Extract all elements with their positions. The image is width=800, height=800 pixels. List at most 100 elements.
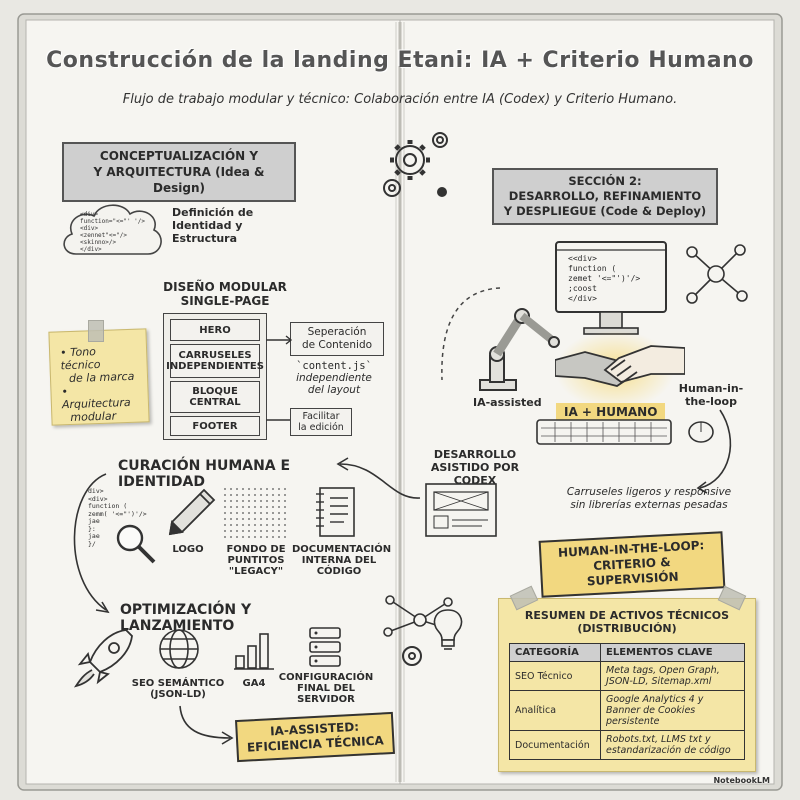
edit-facilitation-box: Facilitar la edición — [290, 408, 352, 436]
table-row: SEO Técnico Meta tags, Open Graph, JSON-… — [509, 661, 745, 691]
monitor-code: <<div> function ( zemet '<="')'/> ;coost… — [568, 254, 640, 304]
cloud-code-line: <zennet"<="/> — [80, 232, 127, 239]
doc-line: DOCUMENTACIÓN — [292, 544, 392, 555]
section1-heading-line1: CONCEPTUALIZACIÓN Y — [99, 149, 259, 163]
ia-assisted-callout: IA-ASSISTED: EFICIENCIA TÉCNICA — [235, 711, 395, 763]
stack-central-block: BLOQUE CENTRAL — [170, 381, 260, 413]
doc-line: CÓDIGO — [316, 566, 362, 577]
carousel-note: Carruseles ligeros y responsive sin libr… — [534, 486, 764, 512]
content-js-line: del layout — [307, 384, 361, 396]
notebooklm-brand: NotebookLM — [713, 776, 770, 785]
seo-label: SEO SEMÁNTICO (JSON-LD) — [128, 678, 228, 700]
content-js-line: independiente — [296, 372, 372, 384]
human-in-the-loop-label: Human-in- the-loop — [676, 382, 746, 408]
identity-label: Definición de Identidad y Estructura — [172, 206, 253, 245]
cloud-code: <div> function="<="' '/> <div> <zennet"<… — [80, 211, 145, 253]
side-code-line: }: — [88, 524, 96, 533]
table-cell-category: Analítica — [509, 690, 601, 731]
section1-heading-line2: Y ARQUITECTURA (Idea & Design) — [93, 165, 265, 195]
cloud-code-line: <div> — [80, 211, 99, 218]
documentation-label: DOCUMENTACIÓN INTERNA DEL CÓDIGO — [292, 544, 392, 577]
documentation-icon — [316, 487, 355, 537]
seo-line: (JSON-LD) — [150, 689, 206, 700]
monitor-code-line: zemet '<="')'/> — [568, 274, 641, 283]
summary-title-line: (DISTRIBUCIÓN) — [577, 622, 677, 635]
column-header: CATEGORÍA — [509, 643, 601, 662]
carousel-line: Carruseles ligeros y responsive — [566, 486, 732, 498]
stack-footer: FOOTER — [170, 416, 260, 436]
ga4-label: GA4 — [242, 678, 266, 689]
column-header: ELEMENTOS CLAVE — [600, 643, 745, 662]
monitor-code-line: function ( — [568, 264, 617, 273]
sticky-note-brand: • Tono técnico de la marca • Arquitectur… — [48, 328, 150, 426]
curation-to-optim-arrow — [73, 473, 110, 614]
stack-carousels: CARRUSELES INDEPENDIENTES — [166, 344, 264, 378]
table-header-row: CATEGORÍA ELEMENTOS CLAVE — [509, 643, 745, 662]
side-code-line: jae — [88, 532, 100, 540]
doc-line: INTERNA DEL — [301, 555, 377, 566]
table-cell-category: SEO Técnico — [509, 661, 601, 691]
cloud-code-line: </div> — [80, 246, 102, 253]
side-code-line: function ( — [88, 502, 128, 510]
server-icon — [309, 627, 341, 667]
optimization-title: OPTIMIZACIÓN Y LANZAMIENTO — [120, 602, 252, 634]
sticky-line: • Tono técnico — [59, 345, 101, 373]
facilitar-line: la edición — [298, 422, 344, 433]
server-line: FINAL DEL SERVIDOR — [296, 683, 356, 705]
pencil-icon — [168, 488, 216, 536]
section2-heading: SECCIÓN 2: DESARROLLO, REFINAMIENTO Y DE… — [492, 168, 718, 225]
modular-line: SINGLE-PAGE — [180, 294, 270, 308]
content-separation-box: Seperación de Contenido — [290, 322, 384, 356]
facilitar-line: Facilitar — [302, 411, 340, 422]
magnifier-icon — [116, 524, 156, 564]
assets-table: CATEGORÍA ELEMENTOS CLAVE SEO Técnico Me… — [509, 643, 745, 760]
modular-line: DISEÑO MODULAR — [163, 280, 287, 294]
table-row: Analítica Google Analytics 4 y Banner de… — [509, 690, 745, 731]
table-cell-category: Documentación — [509, 730, 601, 760]
page-subtitle: Flujo de trabajo modular y técnico: Cola… — [122, 92, 678, 107]
table-cell-value: Robots.txt, LLMS txt y estandarización d… — [600, 730, 745, 760]
table-cell-value: Meta tags, Open Graph, JSON-LD, Sitemap.… — [600, 661, 745, 691]
side-code-line: }/ — [88, 539, 96, 548]
sticky-line: de la marca — [68, 369, 135, 386]
codex-line: DESARROLLO — [433, 448, 517, 461]
cloud-code-line: <skinno>/> — [80, 239, 117, 246]
hil-line: the-loop — [685, 395, 737, 408]
identity-line: Definición de — [172, 206, 254, 219]
logo-label: LOGO — [172, 544, 204, 555]
lightbulb-icon — [433, 609, 463, 650]
ia-humano-label: IA + HUMANO — [556, 403, 666, 421]
dots-line: PUNTITOS — [227, 555, 285, 566]
assets-summary-card: RESUMEN DE ACTIVOS TÉCNICOS (DISTRIBUCIÓ… — [498, 598, 756, 772]
cloud-code-line: function="<="' '/> — [80, 218, 146, 225]
monitor-code-line: ;coost — [568, 284, 597, 293]
summary-title: RESUMEN DE ACTIVOS TÉCNICOS (DISTRIBUCIÓ… — [499, 609, 755, 635]
table-row: Documentación Robots.txt, LLMS txt y est… — [509, 730, 745, 760]
separation-line: Seperación — [307, 326, 367, 338]
flow-arrow-curve — [696, 409, 732, 494]
server-line: CONFIGURACIÓN — [278, 672, 374, 683]
identity-line: Estructura — [172, 232, 238, 245]
summary-title-line: RESUMEN DE ACTIVOS TÉCNICOS — [524, 609, 730, 622]
content-js-note: `content.js` independiente del layout — [286, 360, 382, 396]
gears-icon — [383, 132, 448, 197]
seo-line: SEO SEMÁNTICO — [131, 678, 225, 689]
code-cloud-icon — [63, 204, 162, 255]
monitor-code-line: <<div> — [568, 254, 597, 263]
section2-heading-line: Y DESPLIEGUE (Code & Deploy) — [503, 204, 707, 218]
section1-heading: CONCEPTUALIZACIÓN Y Y ARQUITECTURA (Idea… — [62, 142, 296, 202]
network-icon — [686, 244, 748, 304]
carousel-wireframe-icon — [425, 483, 497, 537]
rocket-icon — [73, 629, 133, 688]
cloud-code-line: <div> — [80, 225, 99, 232]
sticky-line: modular — [70, 409, 117, 425]
page-title: Construcción de la landing Etani: IA + C… — [46, 48, 754, 73]
monitor-code-line: </div> — [568, 294, 597, 303]
side-code-line: <div> — [88, 494, 108, 503]
ia-assisted-label: IA-assisted — [473, 396, 542, 409]
stack-hero: HERO — [170, 319, 260, 341]
curation-flow-arrow — [336, 457, 421, 499]
side-code: div> <div> function ( zemm( '<="')'/> ja… — [88, 487, 147, 548]
dots-label: FONDO DE PUNTITOS "LEGACY" — [216, 544, 296, 577]
identity-line: Identidad y — [172, 219, 243, 232]
